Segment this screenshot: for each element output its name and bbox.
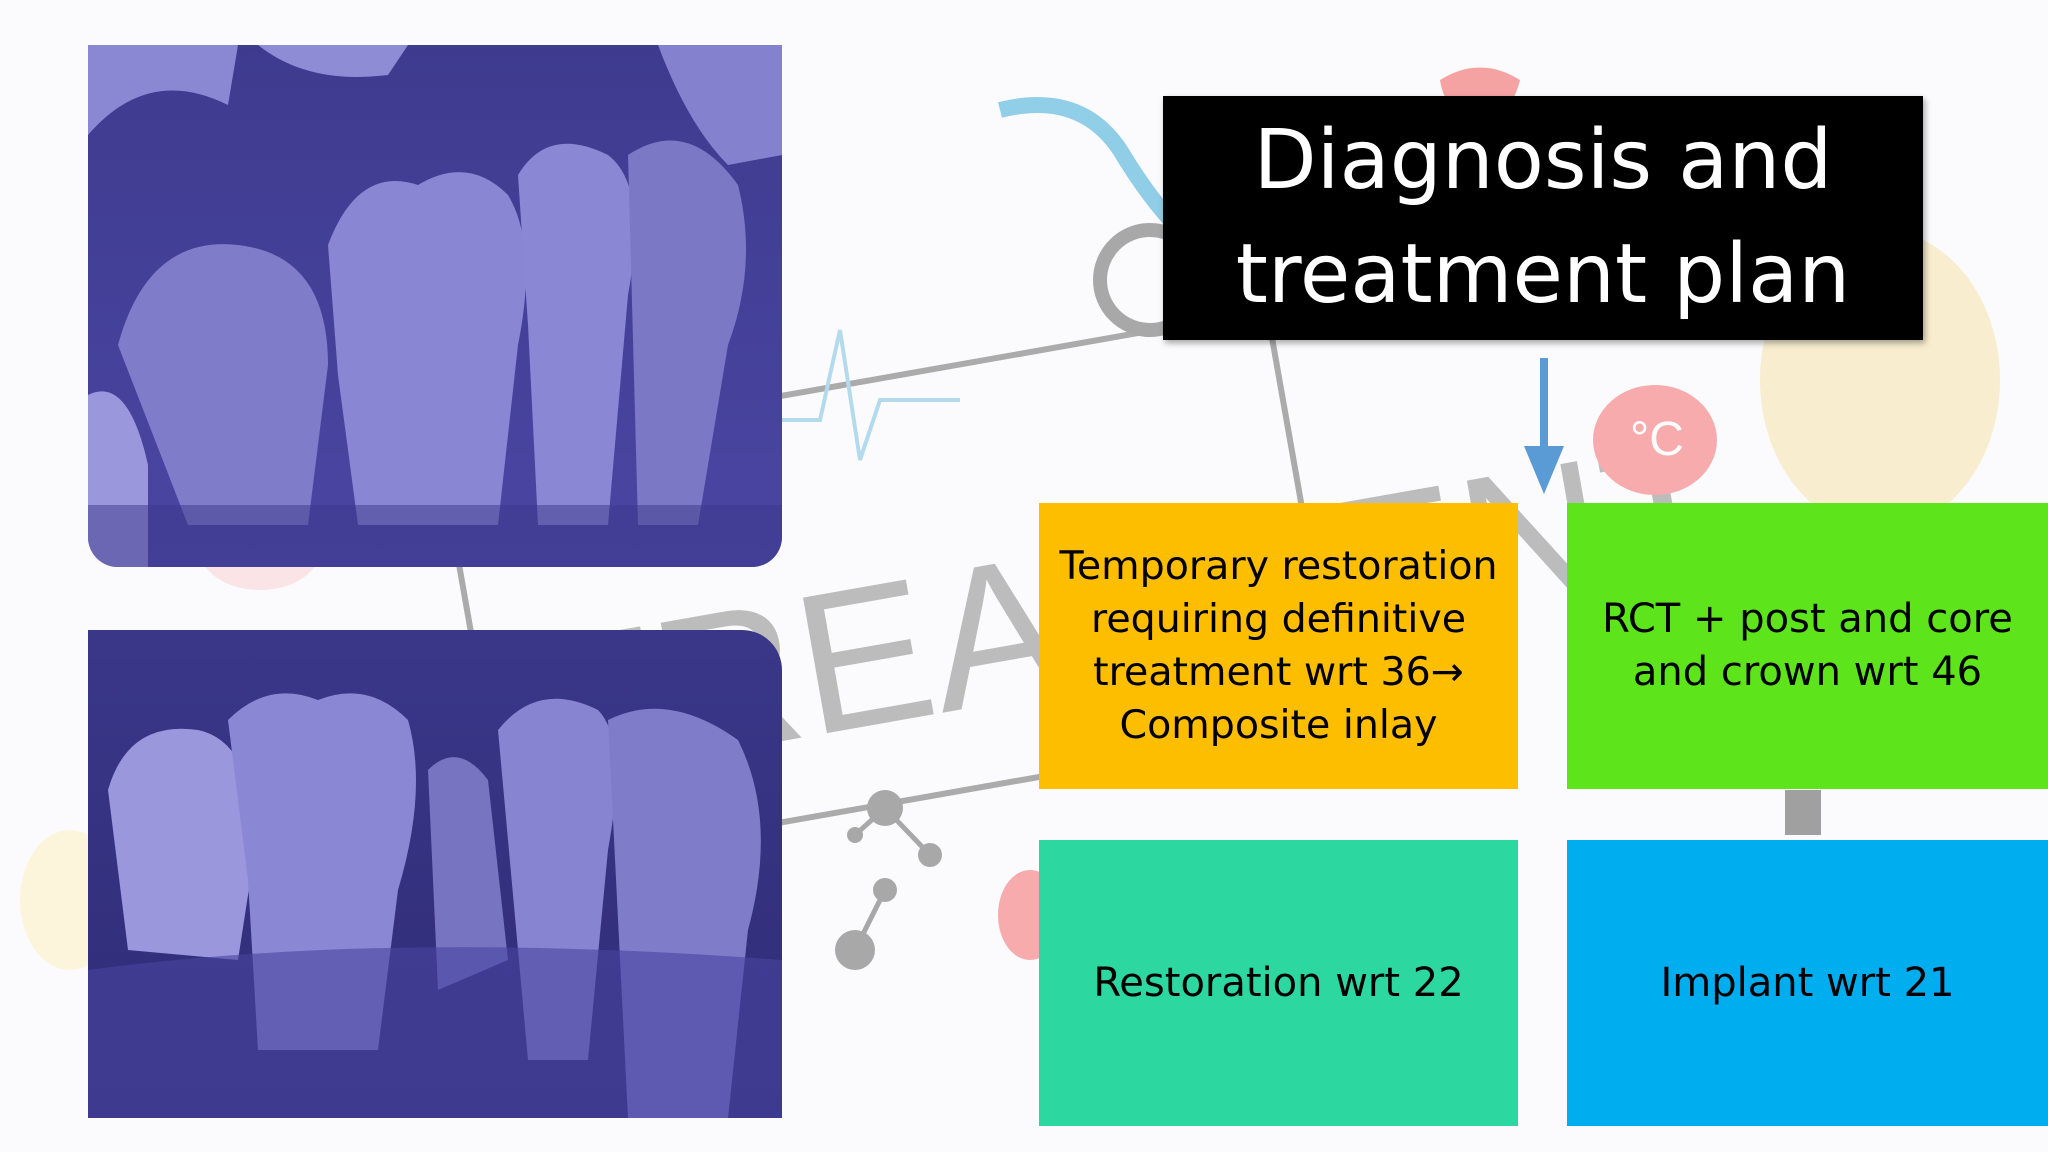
box-text-line: Composite inlay [1119,702,1438,748]
box-text-line: and crown wrt 46 [1632,649,1983,695]
svg-text:°C: °C [1630,413,1684,466]
box-text-line: treatment wrt 36→ [1093,649,1464,695]
box-text-line: Implant wrt 21 [1660,959,1955,1006]
treatment-box-36: Temporary restoration requiring definiti… [1039,503,1518,789]
radiograph-top [88,45,782,567]
radiograph-bottom [88,630,782,1118]
box-text-line: Temporary restoration [1059,543,1498,589]
down-arrow-icon [1524,358,1564,494]
title-line-2: treatment plan [1235,227,1851,322]
treatment-box-21: Implant wrt 21 [1567,840,2048,1126]
slide-title: Diagnosis and treatment plan [1163,96,1923,340]
treatment-box-46: RCT + post and core and crown wrt 46 [1567,503,2048,789]
box-text-line: Restoration wrt 22 [1093,959,1464,1006]
box-text-line: RCT + post and core [1602,596,2013,642]
title-line-1: Diagnosis and [1253,113,1833,208]
box-text-line: requiring definitive [1090,596,1467,642]
treatment-box-22: Restoration wrt 22 [1039,840,1518,1126]
